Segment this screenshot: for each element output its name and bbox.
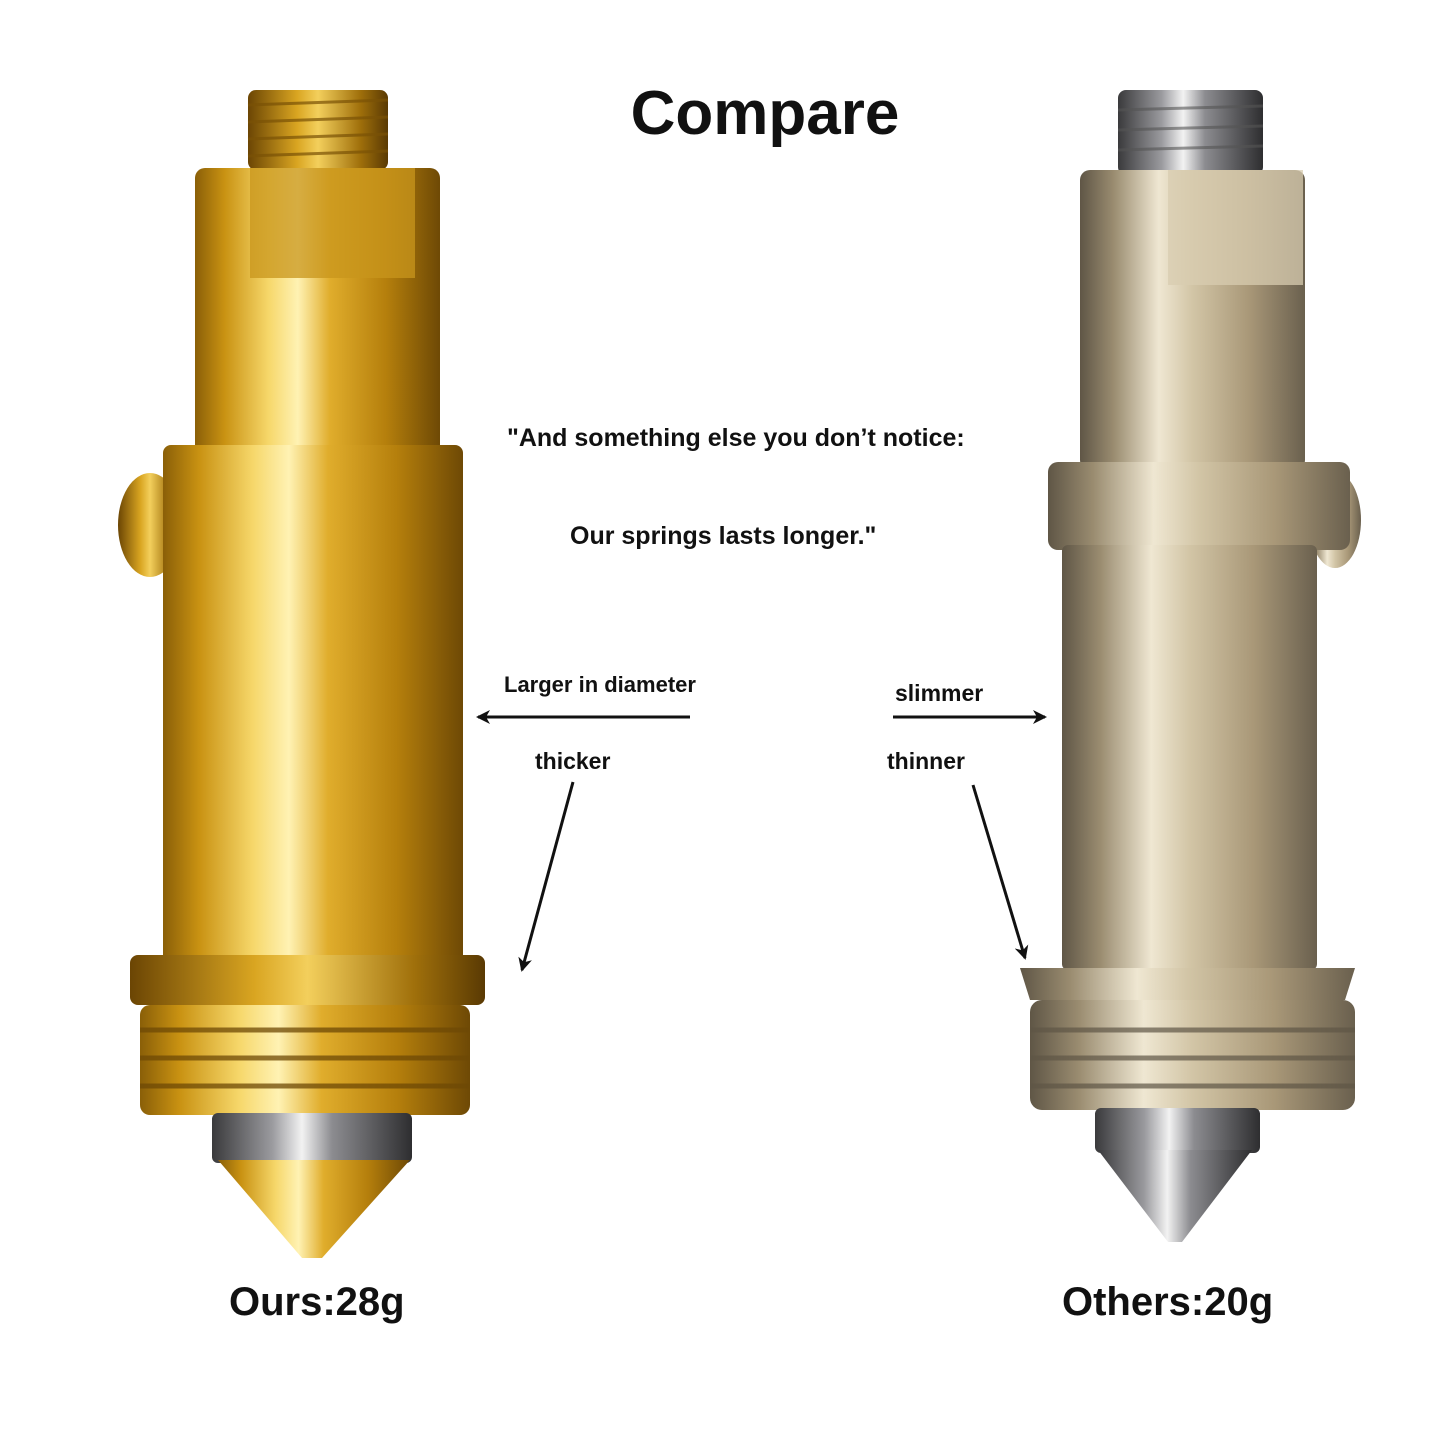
arrow-thinner <box>971 784 1029 960</box>
caption-ours: Ours:28g <box>229 1280 405 1324</box>
label-slimmer: slimmer <box>895 680 984 706</box>
quote-line-1: "And something else you don’t notice: <box>507 424 965 452</box>
label-larger-diameter: Larger in diameter <box>504 672 696 697</box>
annotation-arrows <box>476 710 1047 972</box>
label-thinner: thinner <box>887 748 965 774</box>
label-thicker: thicker <box>535 748 611 774</box>
steel-part <box>1020 90 1361 1242</box>
quote-line-2: Our springs lasts longer." <box>570 522 877 550</box>
page-title: Compare <box>630 79 900 148</box>
arrow-thicker <box>518 781 575 972</box>
caption-others: Others:20g <box>1062 1280 1274 1324</box>
brass-part <box>118 90 485 1258</box>
